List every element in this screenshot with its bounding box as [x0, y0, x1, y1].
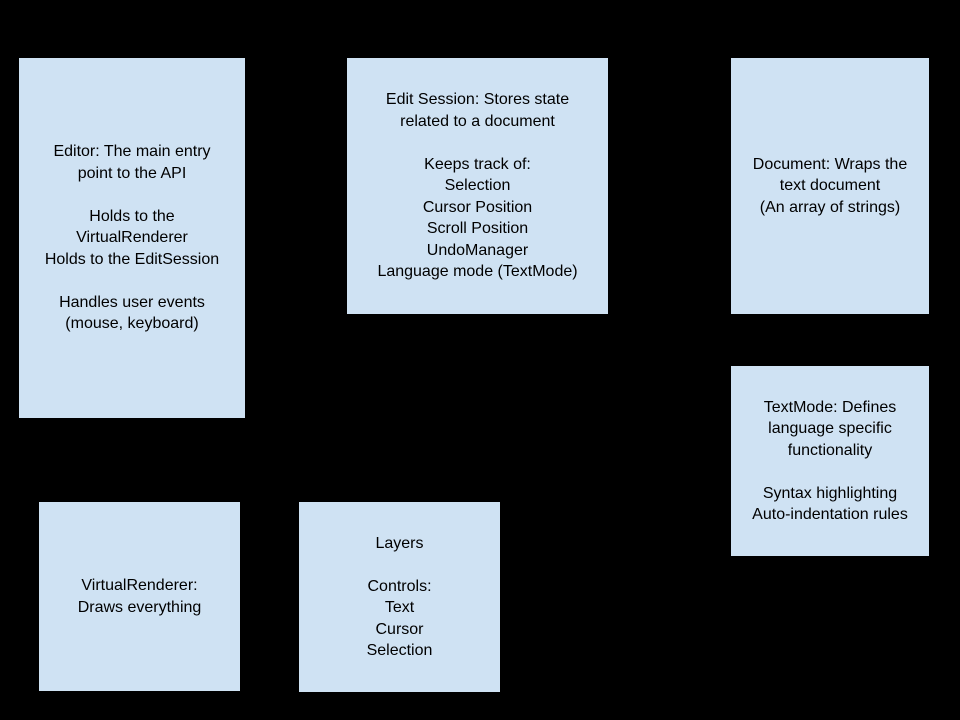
document-node: Document: Wraps the text document (An ar…: [730, 57, 930, 315]
edit-session-node-text: Edit Session: Stores state related to a …: [377, 91, 578, 281]
virtualrenderer-node: VirtualRenderer: Draws everything: [38, 501, 241, 692]
editor-node: Editor: The main entry point to the API …: [18, 57, 246, 419]
layers-node: Layers Controls: Text Cursor Selection: [298, 501, 501, 693]
edit-session-node: Edit Session: Stores state related to a …: [346, 57, 609, 315]
layers-node-text: Layers Controls: Text Cursor Selection: [366, 534, 433, 660]
editor-node-text: Editor: The main entry point to the API …: [44, 143, 220, 333]
textmode-node: TextMode: Defines language specific func…: [730, 365, 930, 557]
document-node-text: Document: Wraps the text document (An ar…: [752, 155, 908, 216]
virtualrenderer-node-text: VirtualRenderer: Draws everything: [77, 577, 202, 616]
textmode-node-text: TextMode: Defines language specific func…: [752, 398, 908, 524]
